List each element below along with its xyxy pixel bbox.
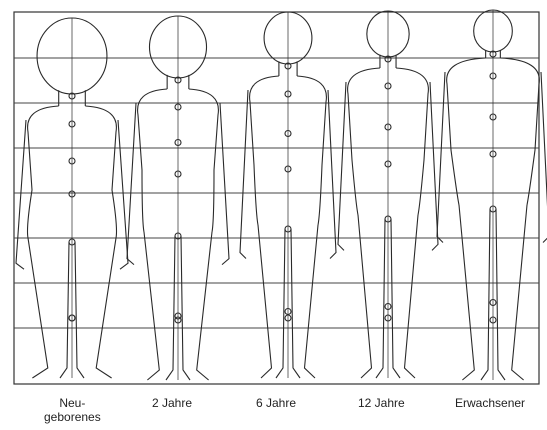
right-arm <box>541 72 547 243</box>
right-arm <box>328 90 336 259</box>
caption-neugeborenes: Neu- geborenes <box>44 396 101 424</box>
right-leg-inner <box>391 219 400 378</box>
right-leg-outer <box>197 232 212 380</box>
left-arm <box>240 90 248 259</box>
left-leg-outer <box>358 215 372 378</box>
right-arm <box>220 103 229 265</box>
left-arm <box>16 120 26 269</box>
left-leg-inner <box>276 229 285 378</box>
right-leg-inner <box>291 229 300 378</box>
figure-2-jahre <box>127 16 229 380</box>
left-leg-inner <box>166 236 175 380</box>
caption-line: 6 Jahre <box>256 396 296 410</box>
left-arm <box>437 72 445 243</box>
caption-line: 12 Jahre <box>358 396 405 410</box>
horizontal-grid-lines <box>14 58 539 328</box>
caption-line: Erwachsener <box>455 396 525 410</box>
caption-line: Neu- <box>44 396 101 410</box>
figure-erwachsener <box>437 10 547 380</box>
figure-12-jahre <box>338 11 438 378</box>
caption-erwachsener: Erwachsener <box>455 396 525 410</box>
right-leg-outer <box>512 205 527 380</box>
caption-6-jahre: 6 Jahre <box>256 396 296 410</box>
right-leg-outer <box>305 225 319 378</box>
caption-12-jahre: 12 Jahre <box>358 396 405 410</box>
right-leg-outer <box>96 238 116 378</box>
caption-2-jahre: 2 Jahre <box>152 396 192 410</box>
left-leg-inner <box>376 219 385 378</box>
right-leg-inner <box>181 236 190 380</box>
left-arm <box>127 103 136 265</box>
left-leg-inner <box>60 242 69 378</box>
caption-line: 2 Jahre <box>152 396 192 410</box>
right-arm <box>430 82 438 250</box>
right-leg-inner <box>496 209 505 380</box>
left-leg-inner <box>481 209 490 380</box>
left-leg-outer <box>258 225 272 378</box>
caption-line: geborenes <box>44 410 101 424</box>
left-leg-outer <box>28 238 48 378</box>
right-leg-inner <box>75 242 84 378</box>
right-arm <box>118 120 128 269</box>
figure-6-jahre <box>240 12 336 378</box>
right-leg-outer <box>405 215 419 378</box>
left-leg-outer <box>144 232 159 380</box>
left-leg-outer <box>459 205 474 380</box>
left-arm <box>338 82 346 250</box>
figure-neugeborenes <box>16 18 128 378</box>
